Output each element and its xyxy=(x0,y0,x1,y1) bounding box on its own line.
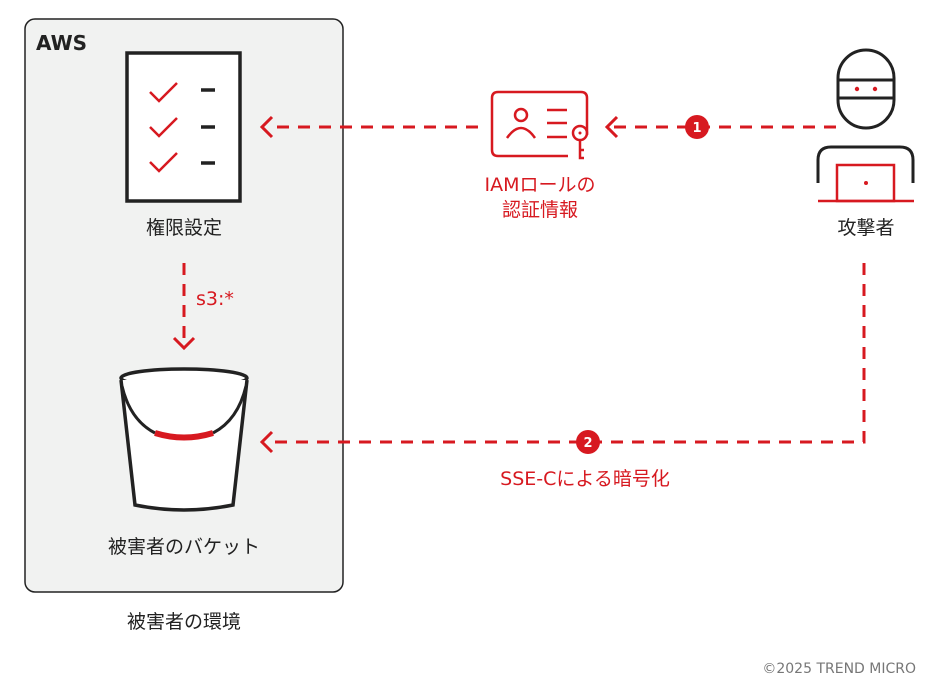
svg-text:1: 1 xyxy=(692,121,701,136)
attacker-label: 攻撃者 xyxy=(837,217,894,239)
victim-bucket-label: 被害者のバケット xyxy=(108,536,260,558)
bucket-icon xyxy=(119,367,249,512)
victim-environment-caption: 被害者の環境 xyxy=(127,611,241,633)
iam-role-credentials-label-2: 認証情報 xyxy=(502,199,578,221)
permission-settings-label: 権限設定 xyxy=(146,217,222,239)
checklist-icon xyxy=(125,51,242,203)
iam-role-credentials-label-1: IAMロールの xyxy=(485,174,596,196)
copyright: ©2025 TREND MICRO xyxy=(762,661,916,677)
aws-label: AWS xyxy=(36,31,87,55)
permission-scope-label: s3:* xyxy=(196,288,234,310)
attacker-icon xyxy=(816,48,915,203)
sse-c-encryption-label: SSE-Cによる暗号化 xyxy=(500,468,670,490)
svg-text:2: 2 xyxy=(583,436,592,451)
iam-credential-icon xyxy=(490,90,589,160)
step-2-badge: 2 xyxy=(576,430,600,454)
step-1-badge: 1 xyxy=(685,115,709,139)
